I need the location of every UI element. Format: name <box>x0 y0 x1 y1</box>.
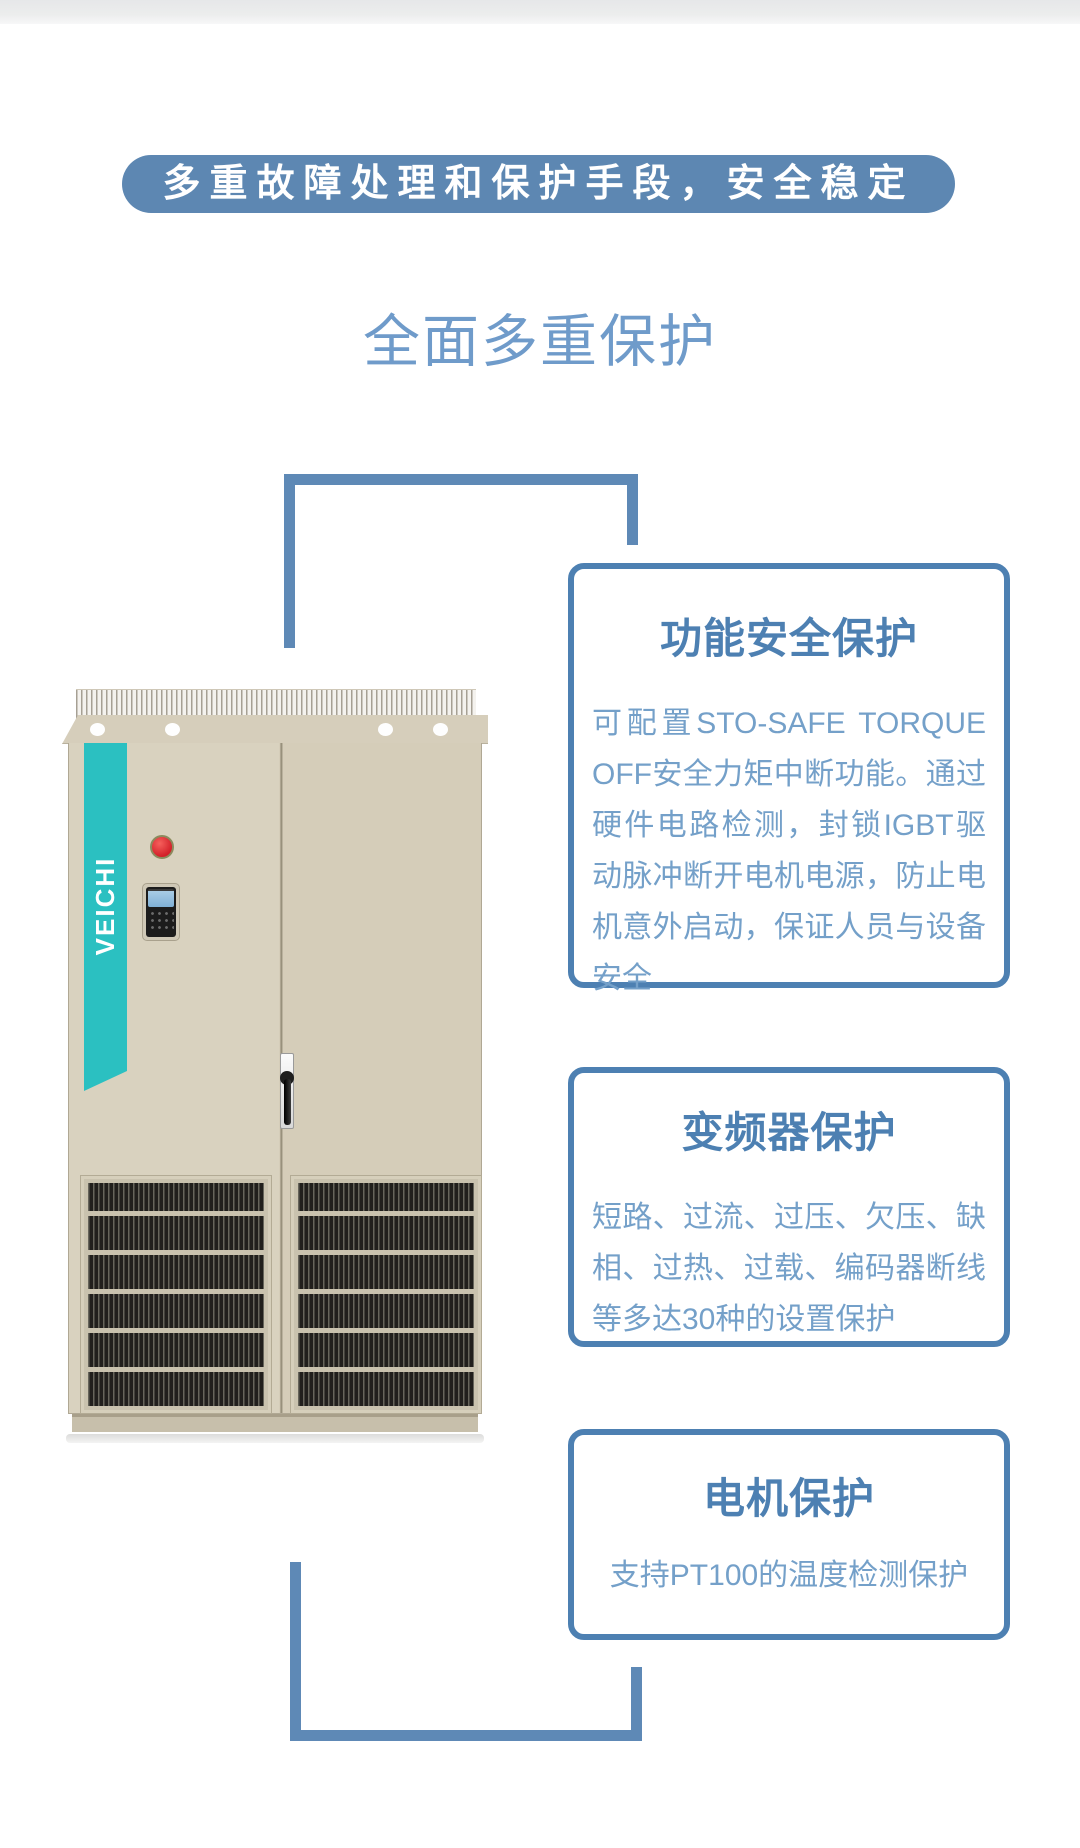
card-title: 电机保护 <box>702 1475 875 1522</box>
keypad-screen <box>148 889 174 907</box>
card-body: 可配置STO-SAFE TORQUE OFF安全力矩中断功能。通过硬件电路检测，… <box>592 707 986 995</box>
previous-section-edge <box>0 0 1080 24</box>
inverter-cabinet-image: VEICHI <box>62 688 488 1448</box>
connector-top-left-leg <box>284 474 295 648</box>
brand-logo: VEICHI <box>90 856 120 956</box>
card-body: 支持PT100的温度检测保护 <box>609 1559 969 1592</box>
keypad-panel <box>146 887 176 937</box>
connector-bottom-right-leg <box>631 1667 642 1741</box>
card-title: 功能安全保护 <box>659 615 918 662</box>
cabinet-vent-hole <box>378 723 393 736</box>
cabinet-doors: VEICHI <box>68 743 482 1414</box>
card-body: 短路、过流、过压、欠压、缺相、过热、过载、编码器断线等多达30种的设置保护 <box>592 1201 986 1336</box>
keypad-buttons <box>148 909 174 933</box>
connector-top-horizontal <box>284 474 638 485</box>
control-keypad <box>142 883 180 941</box>
feature-card-functional-safety: 功能安全保护 可配置STO-SAFE TORQUE OFF安全力矩中断功能。通过… <box>568 563 1010 995</box>
cabinet-shadow <box>66 1434 484 1443</box>
connector-bottom-horizontal <box>290 1730 642 1741</box>
cabinet-vent-hole <box>90 723 105 736</box>
cabinet-base <box>72 1414 478 1432</box>
cabinet-vent-hole <box>165 723 180 736</box>
feature-card-inverter-protection: 变频器保护 短路、过流、过压、欠压、缺相、过热、过载、编码器断线等多达30种的设… <box>568 1067 1010 1347</box>
section-heading: 全面多重保护 <box>363 310 717 374</box>
emergency-stop-button <box>150 835 174 859</box>
section-banner: 多重故障处理和保护手段，安全稳定 <box>122 155 955 213</box>
cabinet-top-cap <box>62 715 488 744</box>
door-handle-lever <box>284 1079 291 1125</box>
vent-grille-right <box>291 1176 481 1413</box>
card-title: 变频器保护 <box>681 1109 897 1156</box>
vent-grille-left <box>81 1176 271 1413</box>
cabinet-top-fins <box>76 689 476 720</box>
brand-stripe: VEICHI <box>84 743 127 1091</box>
connector-top-right-leg <box>627 474 638 545</box>
cabinet-vent-hole <box>433 723 448 736</box>
connector-bottom-left-leg <box>290 1562 301 1741</box>
feature-card-motor-protection: 电机保护 支持PT100的温度检测保护 <box>568 1429 1010 1640</box>
